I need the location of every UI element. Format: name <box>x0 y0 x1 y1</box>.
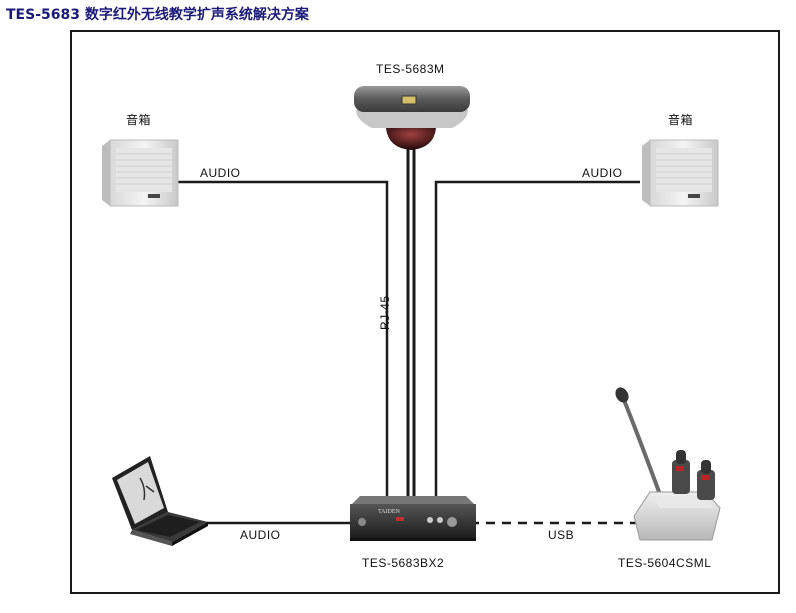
right-speaker-label: 音箱 <box>668 113 694 127</box>
rj45-label: RJ-45 <box>378 295 392 330</box>
amplifier-brand-text: TAIDEN <box>378 509 401 515</box>
amplifier-icon: TAIDEN <box>350 496 476 541</box>
right-speaker-audio-line <box>434 180 640 505</box>
ceiling-unit-icon <box>354 86 470 150</box>
ceiling-unit-label: TES-5683M <box>376 62 445 76</box>
right-audio-label: AUDIO <box>582 166 623 180</box>
left-audio-label: AUDIO <box>200 166 241 180</box>
left-speaker-audio-line <box>178 180 389 505</box>
left-speaker-icon <box>102 139 179 207</box>
right-speaker-icon <box>642 139 719 207</box>
laptop-icon <box>112 456 208 546</box>
amplifier-label: TES-5683BX2 <box>362 556 445 570</box>
page-title: TES-5683 数字红外无线教学扩声系统解决方案 <box>6 7 309 23</box>
connection-lines <box>178 148 650 525</box>
usb-label: USB <box>548 528 575 542</box>
microphone-label: TES-5604CSML <box>618 556 712 570</box>
microphone-station-icon <box>615 387 721 541</box>
left-speaker-label: 音箱 <box>126 113 152 127</box>
laptop-audio-label: AUDIO <box>240 528 281 542</box>
diagram-frame <box>70 30 780 594</box>
